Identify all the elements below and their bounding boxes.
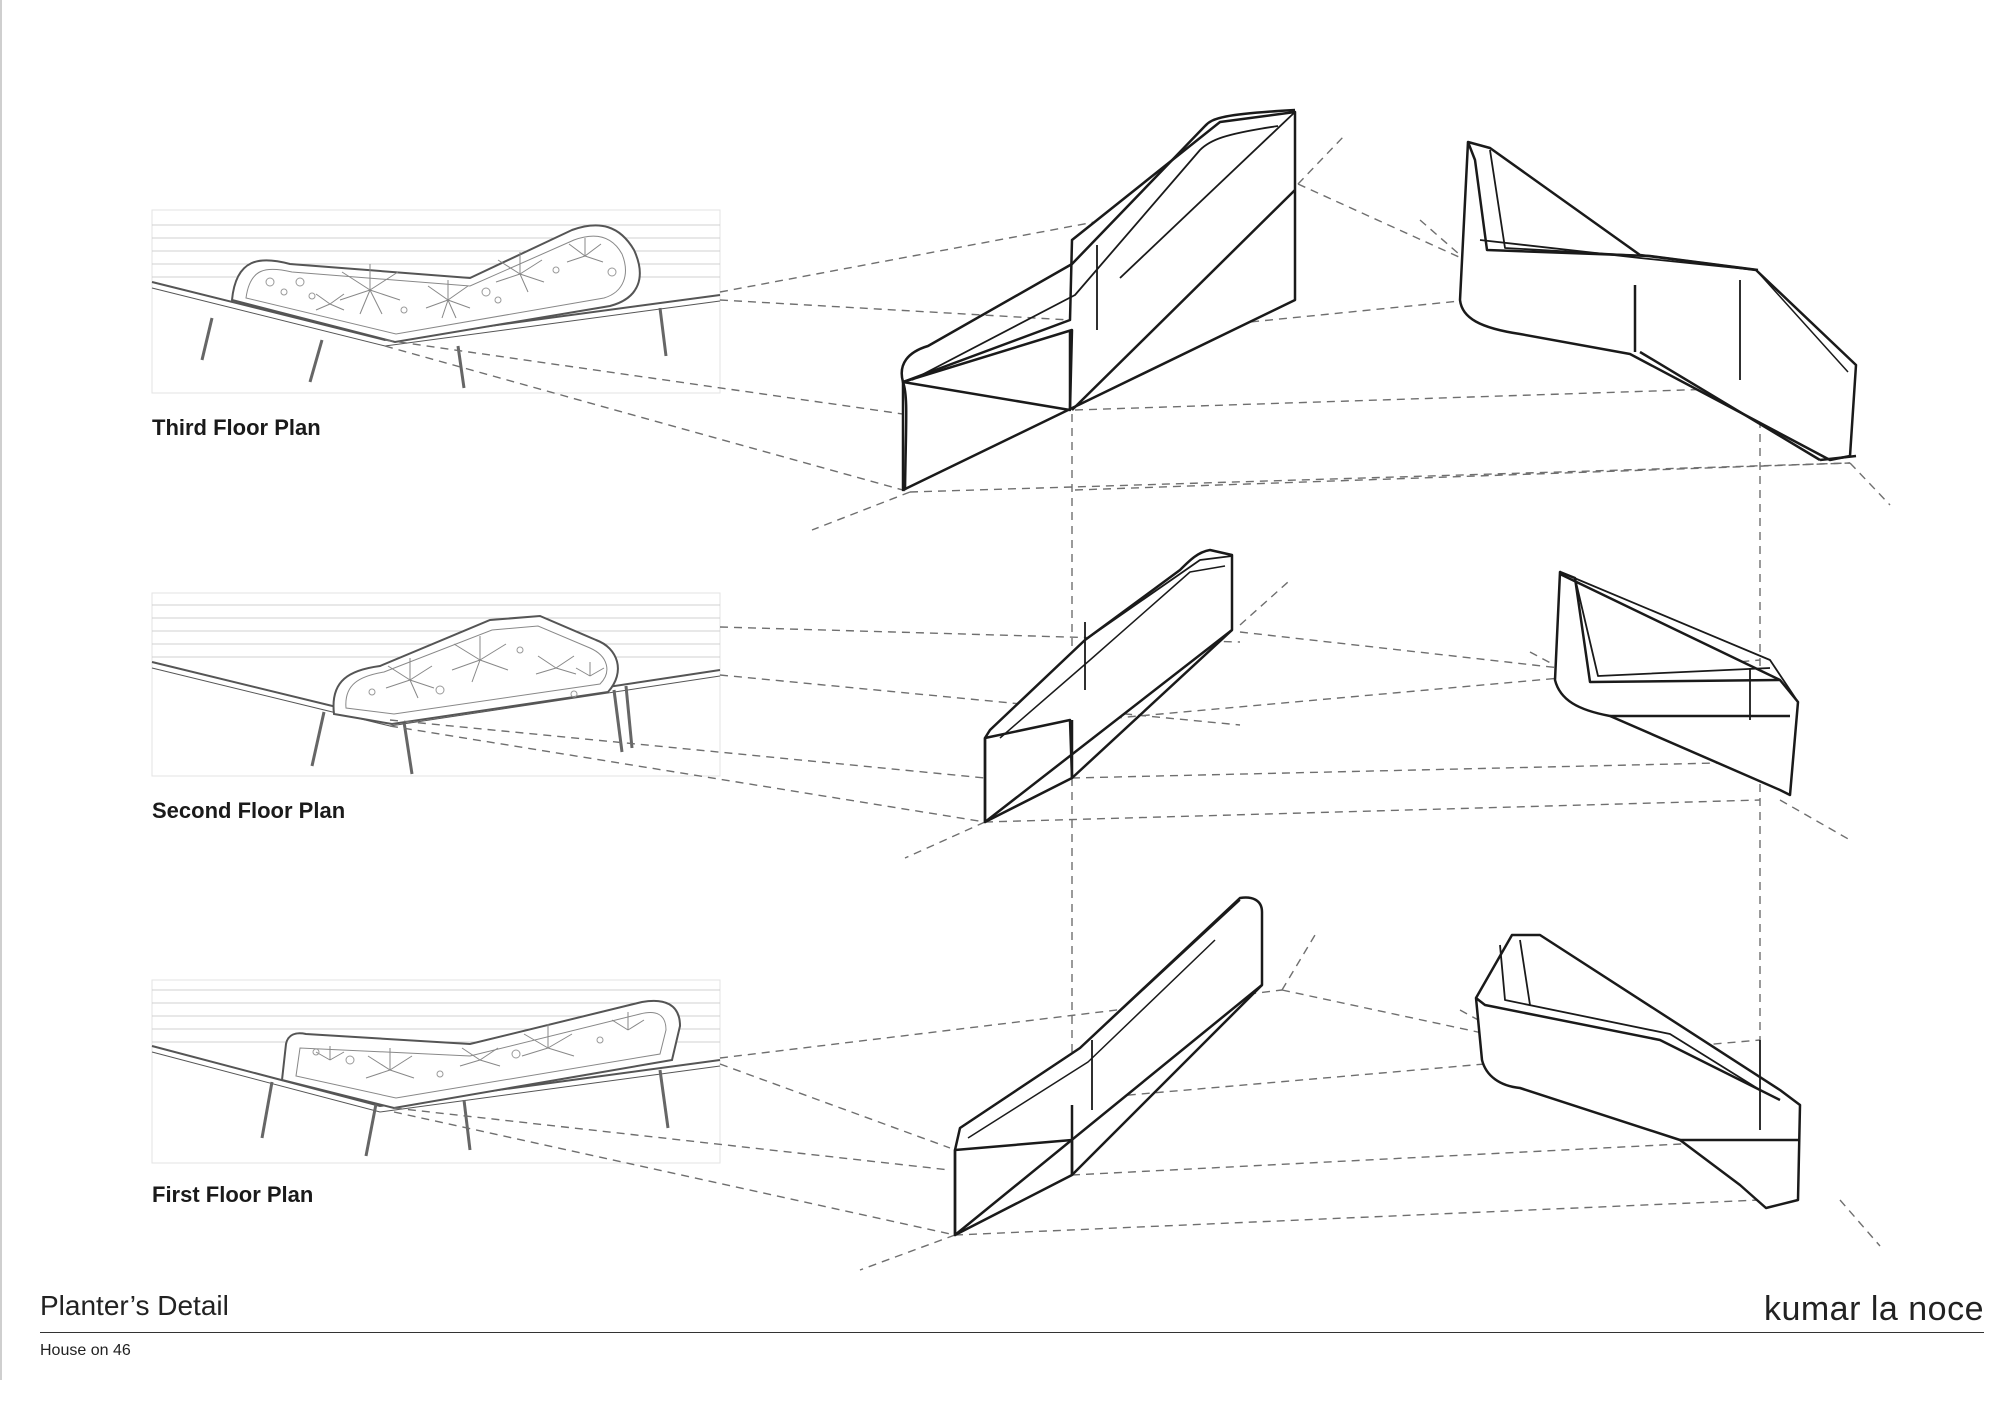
plan-label-second-floor: Second Floor Plan xyxy=(152,798,346,823)
project-name: House on 46 xyxy=(40,1342,131,1359)
plan-label-first-floor: First Floor Plan xyxy=(152,1182,314,1207)
title-rule xyxy=(40,1332,1984,1333)
planter-iso-second-left xyxy=(983,548,1234,824)
planter-iso-first-left xyxy=(953,896,1264,1237)
planter-iso-first-right xyxy=(1474,933,1802,1210)
plan-third-floor xyxy=(151,209,721,394)
sheet-edge xyxy=(0,0,2,1380)
planter-iso-third-left xyxy=(900,108,1297,492)
planter-iso-third-right xyxy=(1458,140,1858,462)
brand-logo: kumar la noce xyxy=(1763,1290,1984,1328)
sheet-title: Planter’s Detail xyxy=(40,1290,229,1321)
plan-first-floor xyxy=(151,979,721,1164)
planter-iso-second-right xyxy=(1553,570,1800,797)
plan-label-third-floor: Third Floor Plan xyxy=(152,415,321,440)
plan-second-floor xyxy=(151,592,721,777)
projection-lines xyxy=(384,134,1891,1271)
